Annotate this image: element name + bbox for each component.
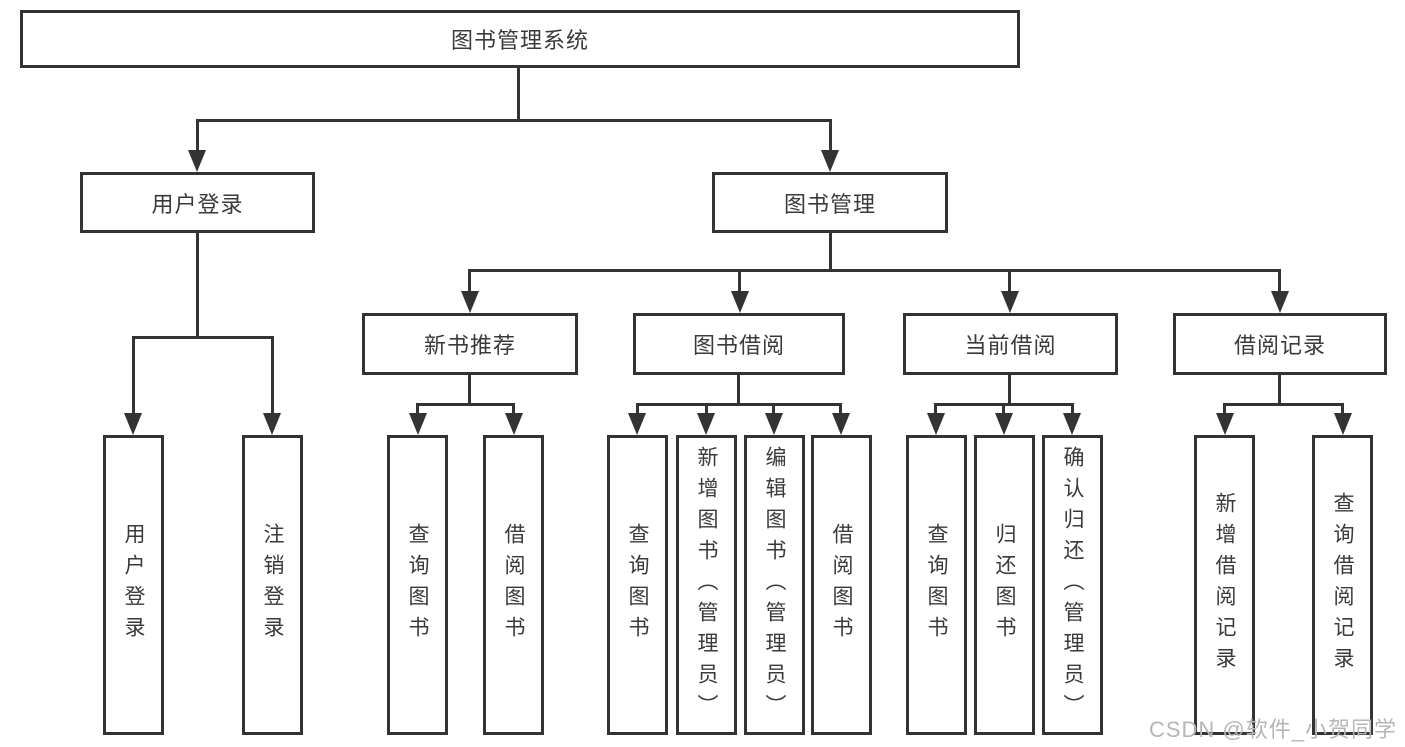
leaf-add-borrow-record: 新增借阅记录 (1194, 435, 1255, 735)
connector-line (468, 269, 1281, 272)
leaf-label: 查询借阅记录 (1331, 492, 1354, 678)
connector-line (1008, 375, 1011, 406)
connector-line (1278, 269, 1281, 295)
arrowhead-down-icon (1063, 413, 1081, 435)
node-borrowing-records: 借阅记录 (1173, 313, 1387, 375)
leaf-label: 新增图书（管理员） (695, 445, 718, 725)
connector-line (829, 232, 832, 272)
arrowhead-down-icon (461, 291, 479, 313)
leaf-return-books: 归还图书 (974, 435, 1035, 735)
connector-line (512, 403, 515, 415)
arrowhead-down-icon (1001, 291, 1019, 313)
connector-line (468, 269, 471, 295)
leaf-label: 新增借阅记录 (1213, 492, 1236, 678)
connector-line (829, 119, 832, 157)
node-book-borrowing: 图书借阅 (633, 313, 845, 375)
connector-line (517, 68, 520, 121)
arrowhead-down-icon (1216, 413, 1234, 435)
arrowhead-down-icon (124, 413, 142, 435)
connector-line (1223, 403, 1226, 415)
leaf-label: 借阅图书 (830, 523, 853, 647)
arrowhead-down-icon (628, 413, 646, 435)
connector-line (196, 232, 199, 339)
watermark: CSDN @软件_小贺同学 (1148, 717, 1397, 742)
connector-line (636, 403, 639, 415)
arrowhead-down-icon (731, 291, 749, 313)
arrowhead-down-icon (832, 413, 850, 435)
connector-line (839, 403, 842, 415)
arrowhead-down-icon (995, 413, 1013, 435)
connector-line (705, 403, 708, 415)
node-new-book-recommendation: 新书推荐 (362, 313, 578, 375)
leaf-label: 归还图书 (993, 523, 1016, 647)
connector-line (132, 336, 274, 339)
connector-line (934, 403, 937, 415)
leaf-edit-books-admin: 编辑图书（管理员） (744, 435, 805, 735)
connector-line (196, 119, 199, 157)
connector-line (1002, 403, 1005, 415)
connector-line (416, 403, 515, 406)
arrowhead-down-icon (927, 413, 945, 435)
leaf-label: 借阅图书 (502, 523, 525, 647)
leaf-borrow-books: 借阅图书 (811, 435, 872, 735)
connector-line (132, 336, 135, 414)
leaf-query-books-borrow: 查询图书 (607, 435, 668, 735)
node-current-borrowing: 当前借阅 (903, 313, 1118, 375)
arrowhead-down-icon (409, 413, 427, 435)
arrowhead-down-icon (263, 413, 281, 435)
leaf-borrow-books-recommend: 借阅图书 (483, 435, 544, 735)
arrowhead-down-icon (697, 413, 715, 435)
connector-line (468, 375, 471, 406)
connector-line (196, 119, 832, 122)
arrowhead-down-icon (765, 413, 783, 435)
connector-line (737, 375, 740, 406)
leaf-label: 编辑图书（管理员） (763, 445, 786, 725)
arrowhead-down-icon (1334, 413, 1352, 435)
leaf-logout: 注销登录 (242, 435, 303, 735)
leaf-query-borrow-record: 查询借阅记录 (1312, 435, 1373, 735)
leaf-label: 确认归还（管理员） (1061, 445, 1084, 725)
arrowhead-down-icon (188, 150, 206, 172)
connector-line (1223, 403, 1344, 406)
node-user-login: 用户登录 (80, 172, 315, 233)
leaf-label: 查询图书 (406, 523, 429, 647)
leaf-query-books-current: 查询图书 (906, 435, 967, 735)
leaf-add-books-admin: 新增图书（管理员） (676, 435, 737, 735)
connector-line (1278, 375, 1281, 406)
connector-line (636, 403, 842, 406)
connector-line (1008, 269, 1011, 295)
leaf-confirm-return-admin: 确认归还（管理员） (1042, 435, 1103, 735)
leaf-label: 注销登录 (261, 523, 284, 647)
connector-line (1071, 403, 1074, 415)
connector-line (416, 403, 419, 415)
leaf-label: 查询图书 (626, 523, 649, 647)
leaf-query-books-recommend: 查询图书 (387, 435, 448, 735)
node-book-management: 图书管理 (712, 172, 948, 233)
node-book-management-system: 图书管理系统 (20, 10, 1020, 68)
arrowhead-down-icon (505, 413, 523, 435)
leaf-label: 用户登录 (122, 523, 145, 647)
leaf-user-login: 用户登录 (103, 435, 164, 735)
connector-line (772, 403, 775, 415)
arrowhead-down-icon (821, 150, 839, 172)
leaf-label: 查询图书 (925, 523, 948, 647)
connector-line (738, 269, 741, 295)
connector-line (1341, 403, 1344, 415)
connector-line (271, 336, 274, 414)
arrowhead-down-icon (1271, 291, 1289, 313)
